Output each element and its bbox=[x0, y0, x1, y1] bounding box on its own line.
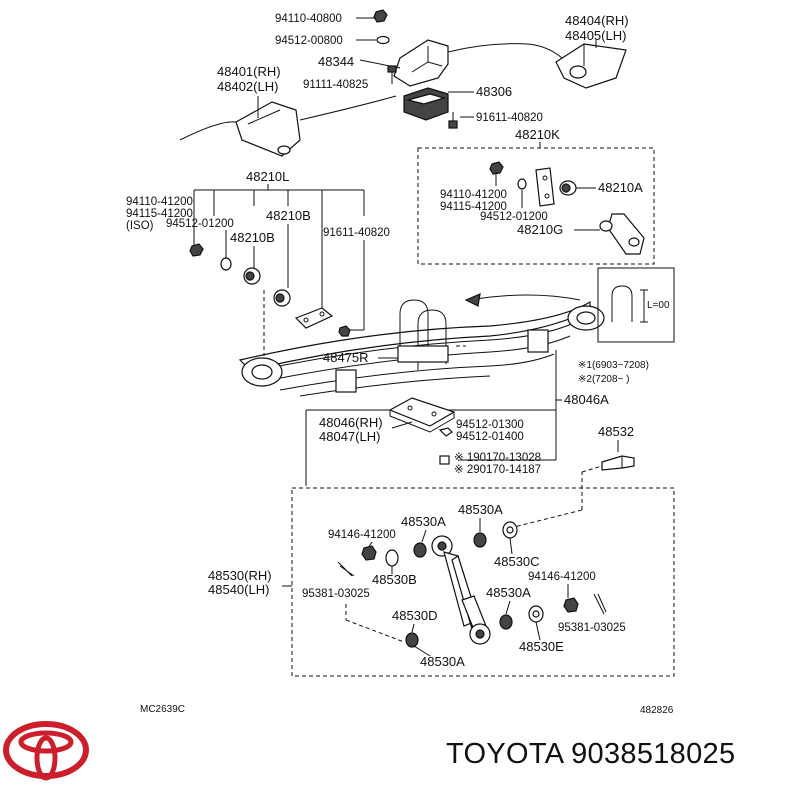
direction-arrow bbox=[469, 294, 581, 301]
label-48210B-1: 48210B bbox=[266, 208, 311, 223]
label-94512-01400: 94512-01400 bbox=[456, 431, 524, 443]
brand-part-number: TOYOTA 9038518025 bbox=[446, 738, 736, 770]
bushing-48530A-3 bbox=[499, 614, 513, 630]
code-right: 482826 bbox=[640, 705, 674, 716]
label-94110-40800: 94110-40800 bbox=[275, 13, 342, 25]
pin-95381-03025-1 bbox=[337, 561, 355, 577]
bolt-plate-l bbox=[294, 307, 334, 329]
label-94110-41200-l: 94110-41200 bbox=[126, 196, 193, 208]
label-48530A-3: 48530A bbox=[486, 585, 531, 600]
nut-94146-41200-2 bbox=[563, 597, 579, 613]
note-1: ※1(6903−7208) bbox=[578, 360, 649, 371]
kit-box-48530 bbox=[291, 487, 675, 677]
label-48210G: 48210G bbox=[517, 222, 563, 237]
label-48530A-4: 48530A bbox=[420, 654, 465, 669]
hanger-48404 bbox=[555, 43, 627, 89]
washer-k bbox=[517, 178, 527, 190]
stud-48532 bbox=[601, 455, 635, 471]
bolt-91611-40820 bbox=[448, 112, 458, 129]
label-48210L: 48210L bbox=[246, 169, 289, 184]
label-48530A-1: 48530A bbox=[401, 514, 446, 529]
nut-94110-40800 bbox=[373, 9, 388, 23]
label-48046A: 48046A bbox=[564, 392, 609, 407]
label-48306: 48306 bbox=[476, 84, 512, 99]
label-48210A: 48210A bbox=[598, 180, 643, 195]
label-94115-41200-k: 94115-41200 bbox=[440, 201, 507, 213]
nut-190170 bbox=[439, 455, 450, 465]
label-l00: L=00 bbox=[647, 300, 670, 311]
label-48530C: 48530C bbox=[494, 554, 540, 569]
label-94110-41200-k: 94110-41200 bbox=[440, 189, 507, 201]
label-48344: 48344 bbox=[318, 54, 354, 69]
label-iso: (ISO) bbox=[126, 220, 154, 232]
bushing-48210B-2 bbox=[273, 289, 291, 307]
bushing-48530D bbox=[405, 632, 419, 648]
washer-94512-01300 bbox=[438, 427, 453, 437]
label-94512-01200-l: 94512-01200 bbox=[166, 218, 234, 230]
bolt-91611-40820-l bbox=[338, 325, 351, 337]
pin-95381-03025-2 bbox=[593, 593, 607, 615]
nut-l bbox=[189, 243, 204, 257]
plate-k bbox=[535, 167, 555, 207]
label-48530: 48530(RH) bbox=[208, 568, 272, 583]
nut-k bbox=[489, 161, 504, 175]
label-91611-40820-top: 91611-40820 bbox=[476, 112, 543, 124]
label-94115-41200-l: 94115-41200 bbox=[126, 208, 193, 220]
note-2: ※2(7208− ) bbox=[578, 374, 629, 385]
label-94512-00800: 94512-00800 bbox=[275, 35, 343, 47]
code-left: MC2639C bbox=[140, 704, 185, 715]
bolt-91111-40825 bbox=[387, 65, 397, 84]
shock-absorber-48530 bbox=[431, 535, 491, 645]
u-bolt-length-inset bbox=[597, 267, 675, 343]
label-91111-40825: 91111-40825 bbox=[303, 79, 368, 91]
label-48532: 48532 bbox=[598, 424, 634, 439]
shackle-48210G bbox=[599, 213, 645, 255]
label-95381-03025-1: 95381-03025 bbox=[302, 588, 370, 600]
label-94146-41200-1: 94146-41200 bbox=[328, 529, 396, 541]
spring-seat-48046 bbox=[388, 397, 456, 433]
bracket-48344 bbox=[393, 39, 449, 87]
label-48047: 48047(LH) bbox=[319, 429, 380, 444]
label-48530A-2: 48530A bbox=[458, 502, 503, 517]
toyota-logo bbox=[3, 721, 89, 781]
label-48401: 48401(RH) bbox=[217, 64, 281, 79]
label-290170: ※ 290170-14187 bbox=[454, 464, 541, 476]
washer-94512-00800 bbox=[376, 35, 390, 45]
label-48046: 48046(RH) bbox=[319, 415, 383, 430]
washer-48530B bbox=[385, 549, 399, 567]
nut-94146-41200-1 bbox=[361, 545, 377, 561]
bushing-48210A bbox=[559, 180, 577, 196]
label-48530B: 48530B bbox=[372, 572, 417, 587]
label-48402: 48402(LH) bbox=[217, 79, 278, 94]
bushing-48530A-2 bbox=[473, 532, 487, 548]
label-48540: 48540(LH) bbox=[208, 582, 269, 597]
bushing-48210B-1 bbox=[243, 267, 261, 285]
u-bolt-48475R bbox=[397, 299, 449, 370]
label-48404: 48404(RH) bbox=[565, 13, 629, 28]
bushing-48530A-1 bbox=[413, 542, 427, 558]
stopper-48306 bbox=[403, 87, 449, 121]
label-94512-01200-k: 94512-01200 bbox=[480, 211, 548, 223]
label-94512-01300: 94512-01300 bbox=[456, 419, 524, 431]
label-190170: ※ 190170-13028 bbox=[454, 452, 541, 464]
label-95381-03025-2: 95381-03025 bbox=[558, 622, 626, 634]
bracket-48401 bbox=[235, 101, 301, 157]
kit-box-48210K bbox=[417, 147, 655, 265]
leaf-spring bbox=[238, 300, 605, 397]
label-48530E: 48530E bbox=[519, 639, 564, 654]
label-48475R: 48475R bbox=[323, 350, 369, 365]
washer-l bbox=[220, 257, 232, 271]
label-48405: 48405(LH) bbox=[565, 28, 626, 43]
label-48210B-2: 48210B bbox=[230, 230, 275, 245]
label-48530D: 48530D bbox=[392, 608, 438, 623]
label-94146-41200-2: 94146-41200 bbox=[528, 571, 596, 583]
label-91611-40820-l: 91611-40820 bbox=[323, 227, 390, 239]
label-48210K: 48210K bbox=[515, 127, 560, 142]
